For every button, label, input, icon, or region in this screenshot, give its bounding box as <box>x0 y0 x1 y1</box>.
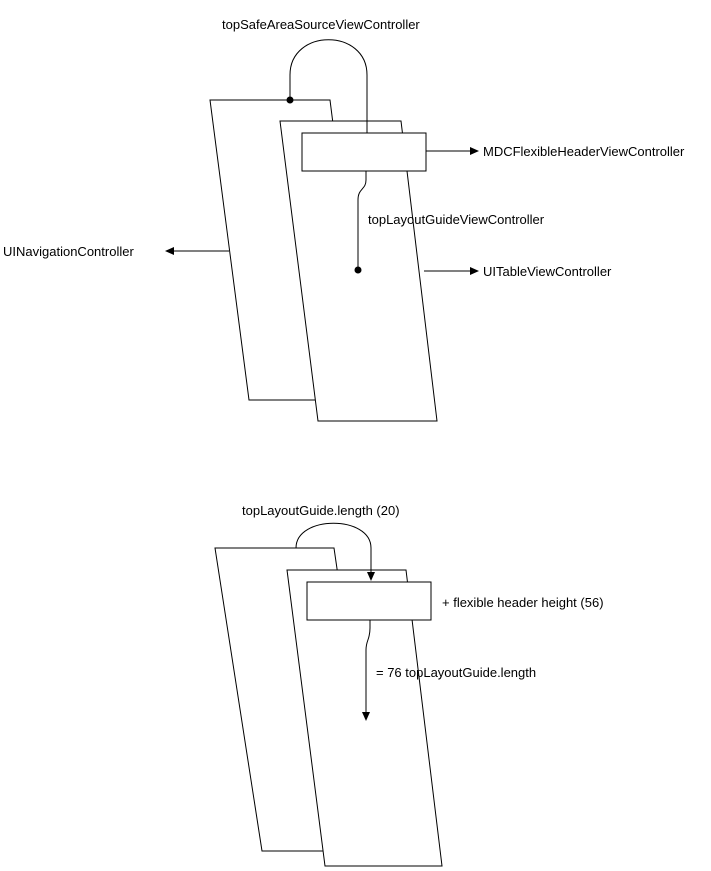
bottom-front-panel <box>286 569 443 867</box>
layout-guide-connector <box>357 171 367 270</box>
navigation-arrow-head <box>165 247 174 255</box>
length-arrow-head <box>367 572 375 581</box>
bottom-header-bar <box>306 581 432 621</box>
navigation-label: UINavigationController <box>3 244 134 259</box>
header-height-label: + flexible header height (56) <box>442 595 604 610</box>
table-arrow-head <box>470 267 479 275</box>
flexible-header-label: MDCFlexibleHeaderViewController <box>483 144 685 159</box>
top-diagram: topSafeAreaSourceViewController MDCFlexi… <box>3 17 685 422</box>
safe-area-endpoint-dot <box>286 96 294 104</box>
table-label: UITableViewController <box>483 264 612 279</box>
total-connector <box>365 620 371 712</box>
safe-area-connector <box>289 39 368 133</box>
length-label: topLayoutGuide.length (20) <box>242 503 400 518</box>
length-connector <box>295 522 372 572</box>
safe-area-label: topSafeAreaSourceViewController <box>222 17 420 32</box>
bottom-diagram: topLayoutGuide.length (20) + flexible he… <box>214 503 604 867</box>
layout-guide-endpoint-dot <box>354 266 362 274</box>
total-label: = 76 topLayoutGuide.length <box>376 665 536 680</box>
flexible-header-bar <box>301 132 427 172</box>
flexible-header-arrow-head <box>470 147 479 155</box>
layout-guide-label: topLayoutGuideViewController <box>368 212 545 227</box>
total-arrow-head <box>362 712 370 721</box>
